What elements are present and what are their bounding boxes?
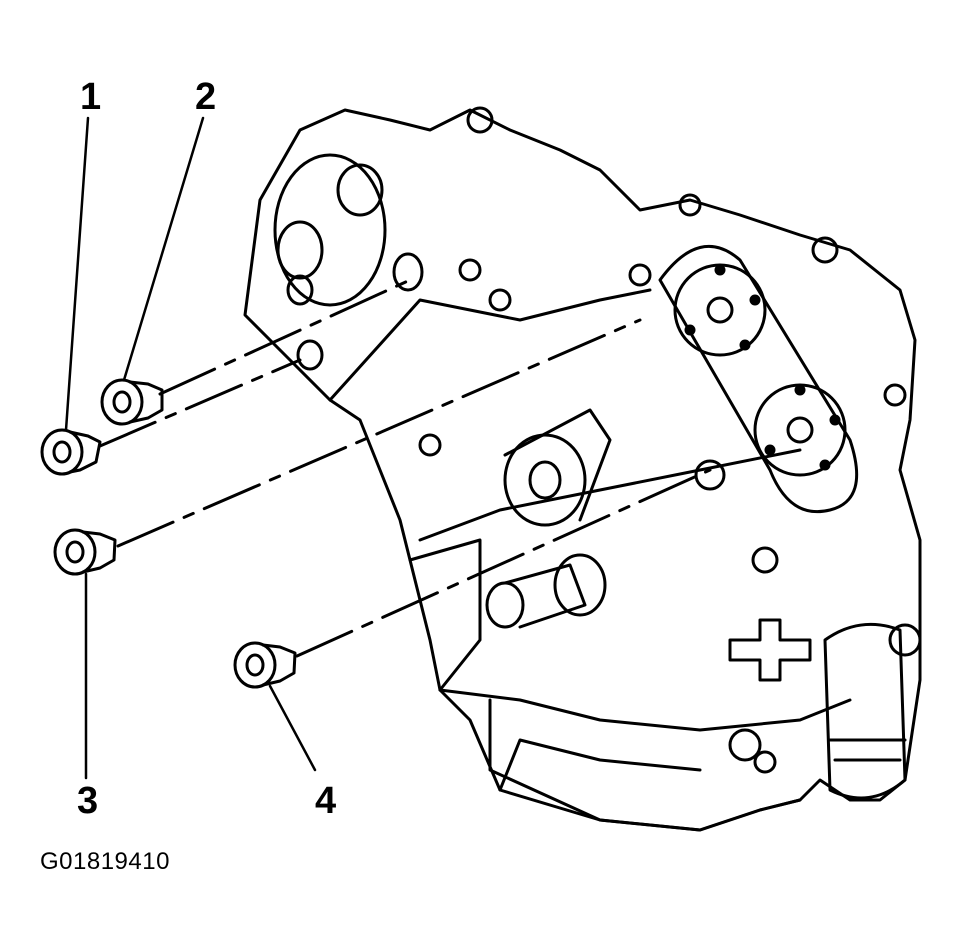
callout-4: 4	[315, 780, 337, 822]
front-cover-cross	[728, 618, 812, 682]
crank-sprocket	[503, 408, 612, 527]
leader-lines	[64, 116, 317, 780]
figure-id: G01819410	[40, 848, 170, 875]
installation-lines	[98, 278, 712, 658]
plug-3	[53, 528, 117, 576]
left-cam-sprocket	[273, 153, 424, 371]
callout-1: 1	[80, 76, 102, 118]
plug-2	[100, 378, 164, 426]
oil-pan	[488, 698, 802, 832]
callout-2: 2	[195, 76, 217, 118]
plug-1	[40, 428, 102, 476]
right-cam-sprocket	[658, 244, 859, 514]
engine-bolts	[418, 106, 907, 574]
callout-3: 3	[77, 780, 99, 822]
front-cover-pipe	[485, 553, 607, 629]
plug-4	[233, 641, 297, 689]
oil-filter	[823, 622, 922, 800]
